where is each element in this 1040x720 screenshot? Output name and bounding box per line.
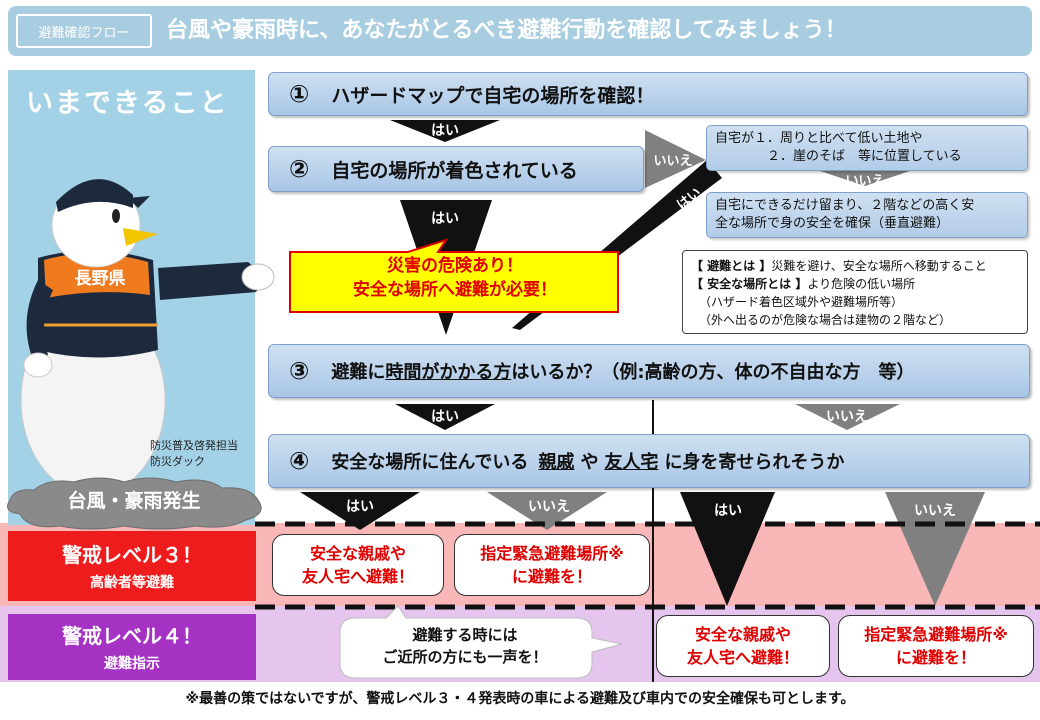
step-2-bar: ② 自宅の場所が着色されている — [268, 146, 644, 192]
mascot-caption-role: 防災普及啓発担当 — [150, 439, 238, 452]
mascot-caption-name: 防災ダック — [150, 455, 205, 468]
step-4-text-post: に身を寄せられそうか — [664, 452, 845, 473]
step-4-text-relatives: 親戚 — [538, 452, 575, 473]
label-yes-4: はい — [346, 499, 374, 515]
outcome-shelter-level3: 指定緊急避難場所※ に避難を！ — [454, 534, 650, 596]
arrow-no-5 — [885, 492, 985, 606]
outcome-relatives-level3-line-1: 安全な親戚や — [309, 544, 406, 563]
label-yes-1: はい — [431, 123, 459, 139]
step-3-text-underline: 時間がかかる方 — [385, 362, 512, 383]
level-3-title: 警戒レベル３！ — [62, 543, 202, 567]
flow-tag-label: 避難確認フロー — [38, 25, 130, 41]
level-4-title: 警戒レベル４！ — [62, 624, 202, 648]
sidebar-heading: いまできること — [26, 88, 229, 119]
vertical-line-2: 全な場所で身の安全を確保（垂直避難） — [715, 216, 950, 231]
footnote: ※最善の策ではないですが、警戒レベル３・４発表時の車による避難及び車内での安全確… — [185, 691, 855, 707]
step-2-number: ② — [289, 155, 310, 183]
step-3-bar: ③ 避難に 時間がかかる方 はいるか？（例:高齢の方、体の不自由な方 等） — [268, 344, 1030, 398]
outcome-shelter-level3-line-2: に避難を！ — [511, 567, 592, 586]
outcome-relatives-level3: 安全な親戚や 友人宅へ避難！ — [272, 534, 444, 596]
step-1-number: ① — [289, 80, 310, 108]
label-no-lowland: いいえ — [845, 174, 885, 189]
danger-callout-line-1: 災害の危険あり！ — [387, 256, 523, 276]
arrow-no-3 — [795, 404, 900, 430]
step-1-text: ハザードマップで自宅の場所を確認！ — [331, 84, 655, 107]
arrow-yes-1 — [390, 120, 500, 142]
level-4-label: 警戒レベル４！ 避難指示 — [8, 614, 256, 680]
vest-text: 長野県 — [75, 269, 126, 289]
arrow-yes-4 — [300, 492, 420, 530]
outcome-relatives-level3-line-2: 友人宅へ避難！ — [301, 567, 414, 586]
arrow-no-4 — [487, 492, 607, 530]
arrow-no-2 — [645, 130, 706, 188]
low-land-box: 自宅が１．周りと比べて低い土地や ２．崖のそば 等に位置している — [706, 125, 1028, 171]
step-4-text-pre: 安全な場所に住んでいる — [331, 452, 529, 473]
page-title: 台風や豪雨時に、あなたがとるべき避難行動を確認してみましょう！ — [166, 18, 847, 43]
label-no-5: いいえ — [914, 503, 956, 519]
definition-1-key: 【 避難とは 】 — [691, 259, 772, 273]
step-3-text-pre: 避難に — [331, 362, 386, 383]
definition-2-text: より危険の低い場所 — [807, 277, 916, 291]
danger-callout-line-2: 安全な場所へ避難が必要！ — [353, 280, 557, 300]
outcome-shelter-level3-line-1: 指定緊急避難場所※ — [480, 544, 624, 563]
outcome-relatives-level4-line-2: 友人宅へ避難！ — [686, 648, 799, 667]
outcome-shelter-level4: 指定緊急避難場所※ に避難を！ — [838, 615, 1034, 677]
outcome-relatives-level4: 安全な親戚や 友人宅へ避難！ — [656, 615, 830, 677]
low-land-line-2: ２．崖のそば 等に位置している — [767, 149, 962, 164]
speech-line-2: ご近所の方にも一声を！ — [382, 648, 548, 666]
header-bar: 避難確認フロー 台風や豪雨時に、あなたがとるべき避難行動を確認してみましょう！ — [8, 6, 1032, 56]
step-3-text-post: はいるか？（例:高齢の方、体の不自由な方 等） — [511, 362, 915, 383]
vertical-evacuation-box: 自宅にできるだけ留まり、２階などの高く安 全な場所で身の安全を確保（垂直避難） — [706, 192, 1028, 238]
outcome-shelter-level4-line-2: に避難を！ — [895, 648, 976, 667]
definition-1-text: 災難を避け、安全な場所へ移動すること — [771, 259, 987, 273]
label-no-3: いいえ — [826, 409, 868, 425]
level-4-subtitle: 避難指示 — [104, 656, 160, 672]
step-4-bar: ④ 安全な場所に住んでいる 親戚 や 友人宅 に身を寄せられそうか — [268, 434, 1030, 488]
low-land-line-1: 自宅が１．周りと比べて低い土地や — [715, 131, 923, 146]
label-yes-3: はい — [431, 409, 459, 425]
step-3-number: ③ — [289, 357, 310, 385]
definition-2-key: 【 安全な場所とは 】 — [691, 277, 808, 291]
label-yes-2: はい — [431, 211, 459, 227]
speech-bubble-shape — [339, 605, 623, 679]
level-3-label: 警戒レベル３！ 高齢者等避難 — [8, 531, 256, 601]
step-2-text: 自宅の場所が着色されている — [331, 159, 578, 182]
step-4-number: ④ — [289, 447, 310, 475]
cloud-label: 台風・豪雨発生 — [67, 490, 201, 512]
label-yes-5: はい — [714, 503, 742, 519]
arrow-yes-5 — [680, 492, 775, 606]
vertical-line-1: 自宅にできるだけ留まり、２階などの高く安 — [715, 198, 975, 213]
definition-4: （外へ出るのが危険な場合は建物の２階など） — [699, 313, 952, 327]
flow-tag: 避難確認フロー — [16, 14, 152, 48]
step-4-text-friends: 友人宅 — [604, 452, 659, 473]
step-4-text-mid: や — [580, 452, 599, 473]
level-3-subtitle: 高齢者等避難 — [90, 575, 174, 591]
cloud-icon — [7, 477, 262, 530]
speech-line-1: 避難する時には — [412, 626, 518, 644]
label-no-2: いいえ — [653, 154, 693, 169]
outcome-shelter-level4-line-1: 指定緊急避難場所※ — [864, 625, 1008, 644]
arrow-no-lowland — [820, 171, 910, 186]
outcome-relatives-level4-line-1: 安全な親戚や — [694, 625, 791, 644]
definition-3: （ハザード着色区域外や避難場所等） — [699, 295, 904, 309]
danger-callout-shape — [289, 238, 619, 313]
arrow-yes-3 — [395, 404, 495, 430]
definitions-box: 【 避難とは 】災難を避け、安全な場所へ移動すること 【 安全な場所とは 】より… — [682, 250, 1028, 334]
step-1-bar: ① ハザードマップで自宅の場所を確認！ — [268, 72, 1028, 116]
duck-mascot-icon: 長野県 — [20, 179, 275, 495]
label-no-4: いいえ — [528, 499, 570, 515]
